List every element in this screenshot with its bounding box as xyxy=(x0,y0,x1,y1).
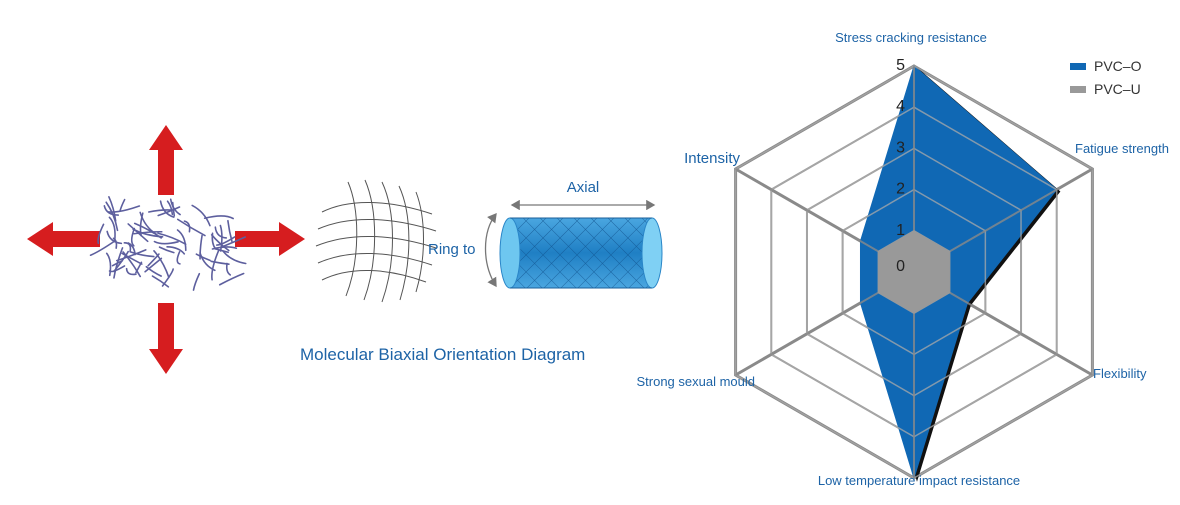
diagram-caption: Molecular Biaxial Orientation Diagram xyxy=(300,345,585,364)
chart-legend: PVC–O PVC–U xyxy=(1070,58,1142,97)
molecule-fiber xyxy=(157,206,181,217)
legend-swatch-pvc-u xyxy=(1070,86,1086,93)
molecule-fiber xyxy=(223,236,247,247)
molecule-fiber xyxy=(176,218,206,237)
molecule-fiber xyxy=(106,230,123,245)
molecule-fiber xyxy=(97,223,105,245)
molecule-fiber xyxy=(211,249,220,281)
molecule-fiber xyxy=(195,253,211,262)
molecule-fiber xyxy=(107,205,141,213)
legend-label-pvc-u: PVC–U xyxy=(1094,81,1141,97)
axis-label: Low temperature impact resistance xyxy=(818,473,1020,488)
molecule-fiber xyxy=(105,201,119,232)
axis-label: Fatigue strength xyxy=(1075,141,1169,156)
molecule-fiber xyxy=(147,253,160,267)
molecule-fiber xyxy=(113,247,124,279)
molecule-fiber xyxy=(153,240,179,245)
molecule-fiber xyxy=(108,216,116,243)
molecule-fiber xyxy=(129,251,155,258)
molecule-fibers xyxy=(89,195,247,291)
molecule-fiber xyxy=(139,212,144,237)
molecule-fiber xyxy=(176,229,187,252)
molecule-fiber xyxy=(125,267,137,276)
molecule-fiber xyxy=(166,200,174,216)
molecule-fiber xyxy=(199,234,203,260)
molecule-fiber xyxy=(133,230,163,235)
scale-tick-label: 0 xyxy=(896,258,905,275)
molecule-fiber xyxy=(121,252,143,265)
red-arrow-down-icon xyxy=(149,303,183,374)
axis-label: Flexibility xyxy=(1093,366,1147,381)
molecule-fiber xyxy=(225,262,232,276)
axis-label: Intensity xyxy=(684,150,740,167)
molecule-fiber xyxy=(145,265,163,277)
scale-tick-label: 2 xyxy=(896,181,905,198)
molecule-fiber xyxy=(89,239,116,257)
mesh-lines xyxy=(315,179,437,303)
molecule-fiber xyxy=(108,195,117,222)
radar-chart: 0 1 2 3 4 5 Stress cracking resistanceFatigue … xyxy=(636,30,1168,488)
molecule-fiber xyxy=(215,236,236,246)
molecule-fiber xyxy=(119,198,126,212)
molecule-fiber xyxy=(176,251,181,265)
red-arrow-up-icon xyxy=(149,125,183,195)
molecule-fiber xyxy=(123,242,132,253)
molecule-fiber xyxy=(157,232,187,246)
molecule-fiber xyxy=(214,247,229,254)
red-arrow-left-icon xyxy=(27,222,100,256)
scale-tick-label: 4 xyxy=(896,98,905,115)
molecule-fiber xyxy=(192,272,201,291)
ring-direction-arrow xyxy=(484,212,497,288)
molecule-cluster-group xyxy=(27,125,305,374)
axis-label: Stress cracking resistance xyxy=(835,30,987,45)
molecule-fiber xyxy=(203,215,234,220)
molecule-fiber xyxy=(105,252,112,277)
molecule-fiber xyxy=(222,251,247,265)
molecule-fiber xyxy=(159,200,175,218)
series-pvc-u-area xyxy=(877,230,951,314)
molecule-fiber xyxy=(191,204,211,227)
scale-tick-label: 1 xyxy=(896,222,905,239)
oriented-pipe-image xyxy=(499,217,663,289)
legend-label-pvc-o: PVC–O xyxy=(1094,58,1142,74)
red-arrow-right-icon xyxy=(235,222,305,256)
molecule-fiber xyxy=(133,222,163,239)
molecule-fiber xyxy=(166,246,186,255)
molecule-fiber xyxy=(161,268,174,287)
molecule-fiber xyxy=(122,251,142,278)
scale-tick-label: 3 xyxy=(896,139,905,156)
molecule-fiber xyxy=(103,205,120,216)
molecule-fiber xyxy=(130,227,136,247)
molecule-fiber xyxy=(148,209,172,213)
molecule-fiber xyxy=(153,250,170,279)
axis-label: Strong sexual mould xyxy=(636,374,755,389)
molecule-fiber xyxy=(144,257,163,273)
axial-label: Axial xyxy=(567,179,600,196)
molecule-fiber xyxy=(218,272,245,286)
molecule-fiber xyxy=(183,220,191,233)
molecule-fiber xyxy=(214,226,228,239)
molecule-fiber xyxy=(151,275,170,288)
ring-label: Ring to xyxy=(428,241,476,258)
molecule-fiber xyxy=(211,232,217,250)
legend-swatch-pvc-o xyxy=(1070,63,1086,70)
molecule-fiber xyxy=(171,201,176,217)
molecule-fiber xyxy=(158,246,175,254)
scale-tick-label: 5 xyxy=(896,57,905,74)
